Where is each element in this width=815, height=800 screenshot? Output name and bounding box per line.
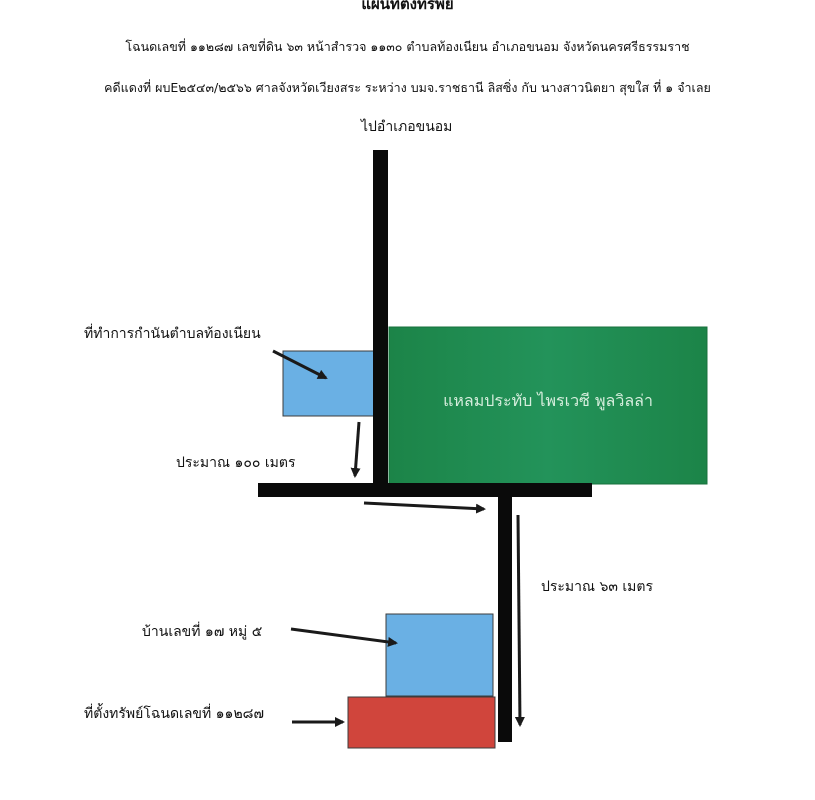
property-label: ที่ตั้งทรัพย์โฉนดเลขที่ ๑๑๒๘๗: [84, 706, 264, 722]
villa-block: [388, 326, 708, 485]
road-direction-label: ไปอำเภอขนอม: [361, 119, 453, 135]
office-label: ที่ทำการกำนันตำบลท้องเนียน: [84, 326, 261, 342]
distance-100-label: ประมาณ ๑๐๐ เมตร: [176, 455, 296, 471]
villa-label: แหลมประทับ ไพรเวซี พูลวิลล่า: [443, 391, 653, 411]
deed-info: โฉนดเลขที่ ๑๑๒๘๗ เลขที่ดิน ๖๓ หน้าสำรวจ …: [125, 39, 690, 54]
house-label: บ้านเลขที่ ๑๗ หมู่ ๕: [142, 624, 263, 640]
right-arrow: [363, 501, 486, 514]
page-title: แผนที่ตั้งทรัพย์: [361, 0, 454, 13]
side-road: [498, 497, 512, 742]
office-arrow: [272, 349, 328, 380]
distance-63-label: ประมาณ ๖๓ เมตร: [541, 579, 653, 595]
house-block: [385, 613, 494, 697]
office-block: [282, 350, 376, 417]
property-block: [347, 696, 496, 749]
main-road: [373, 150, 388, 497]
cross-road: [258, 483, 592, 497]
down-arrow: [350, 421, 361, 478]
side-down-arrow: [514, 514, 525, 727]
case-info: คดีแดงที่ ผบE๒๕๔๓/๒๕๖๖ ศาลจังหวัดเวียงสร…: [104, 80, 711, 95]
house-arrow: [290, 627, 398, 647]
